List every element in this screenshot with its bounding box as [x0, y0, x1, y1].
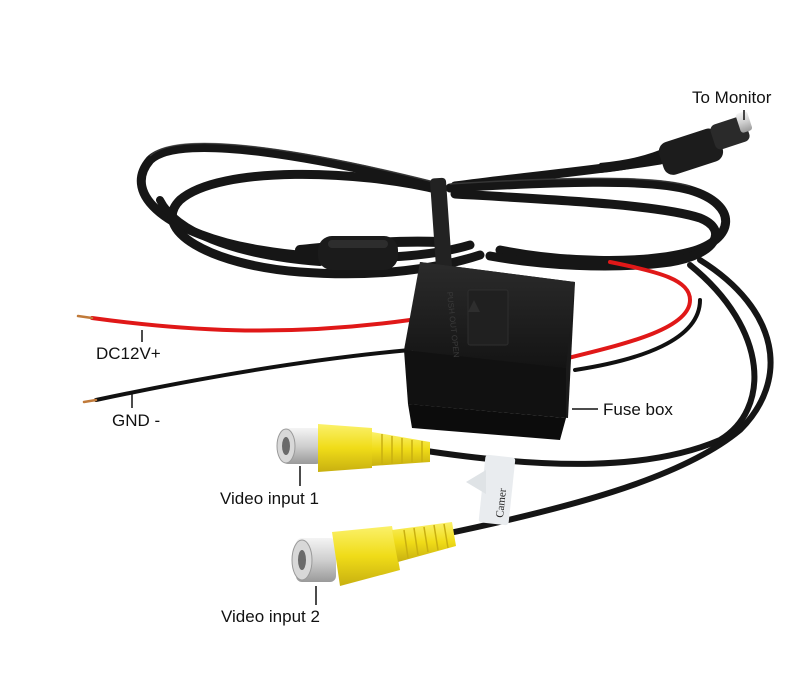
camera-tag: Camer: [466, 454, 516, 526]
power-wires: [90, 260, 702, 402]
video-input-1-label: Video input 1: [220, 489, 319, 508]
cable-tie: [430, 177, 452, 271]
camera-tag-text: Camer: [494, 488, 509, 519]
to-monitor-label: To Monitor: [692, 88, 772, 107]
fuse-box-label: Fuse box: [603, 400, 673, 419]
dc12v-label: DC12V+: [96, 344, 161, 363]
gnd-label: GND -: [112, 411, 161, 430]
video-input-2-label: Video input 2: [221, 607, 320, 626]
fuse-box: PUSH OUT OPEN: [404, 262, 575, 440]
rca-connector-1: [276, 424, 430, 472]
rca-cables: [417, 257, 774, 538]
cable-highlights: [149, 142, 691, 187]
stripped-wire-ends: [76, 314, 98, 404]
rca-connector-2: [291, 522, 456, 586]
ferrite-bead: [318, 236, 398, 270]
monitor-connector: [599, 111, 753, 175]
